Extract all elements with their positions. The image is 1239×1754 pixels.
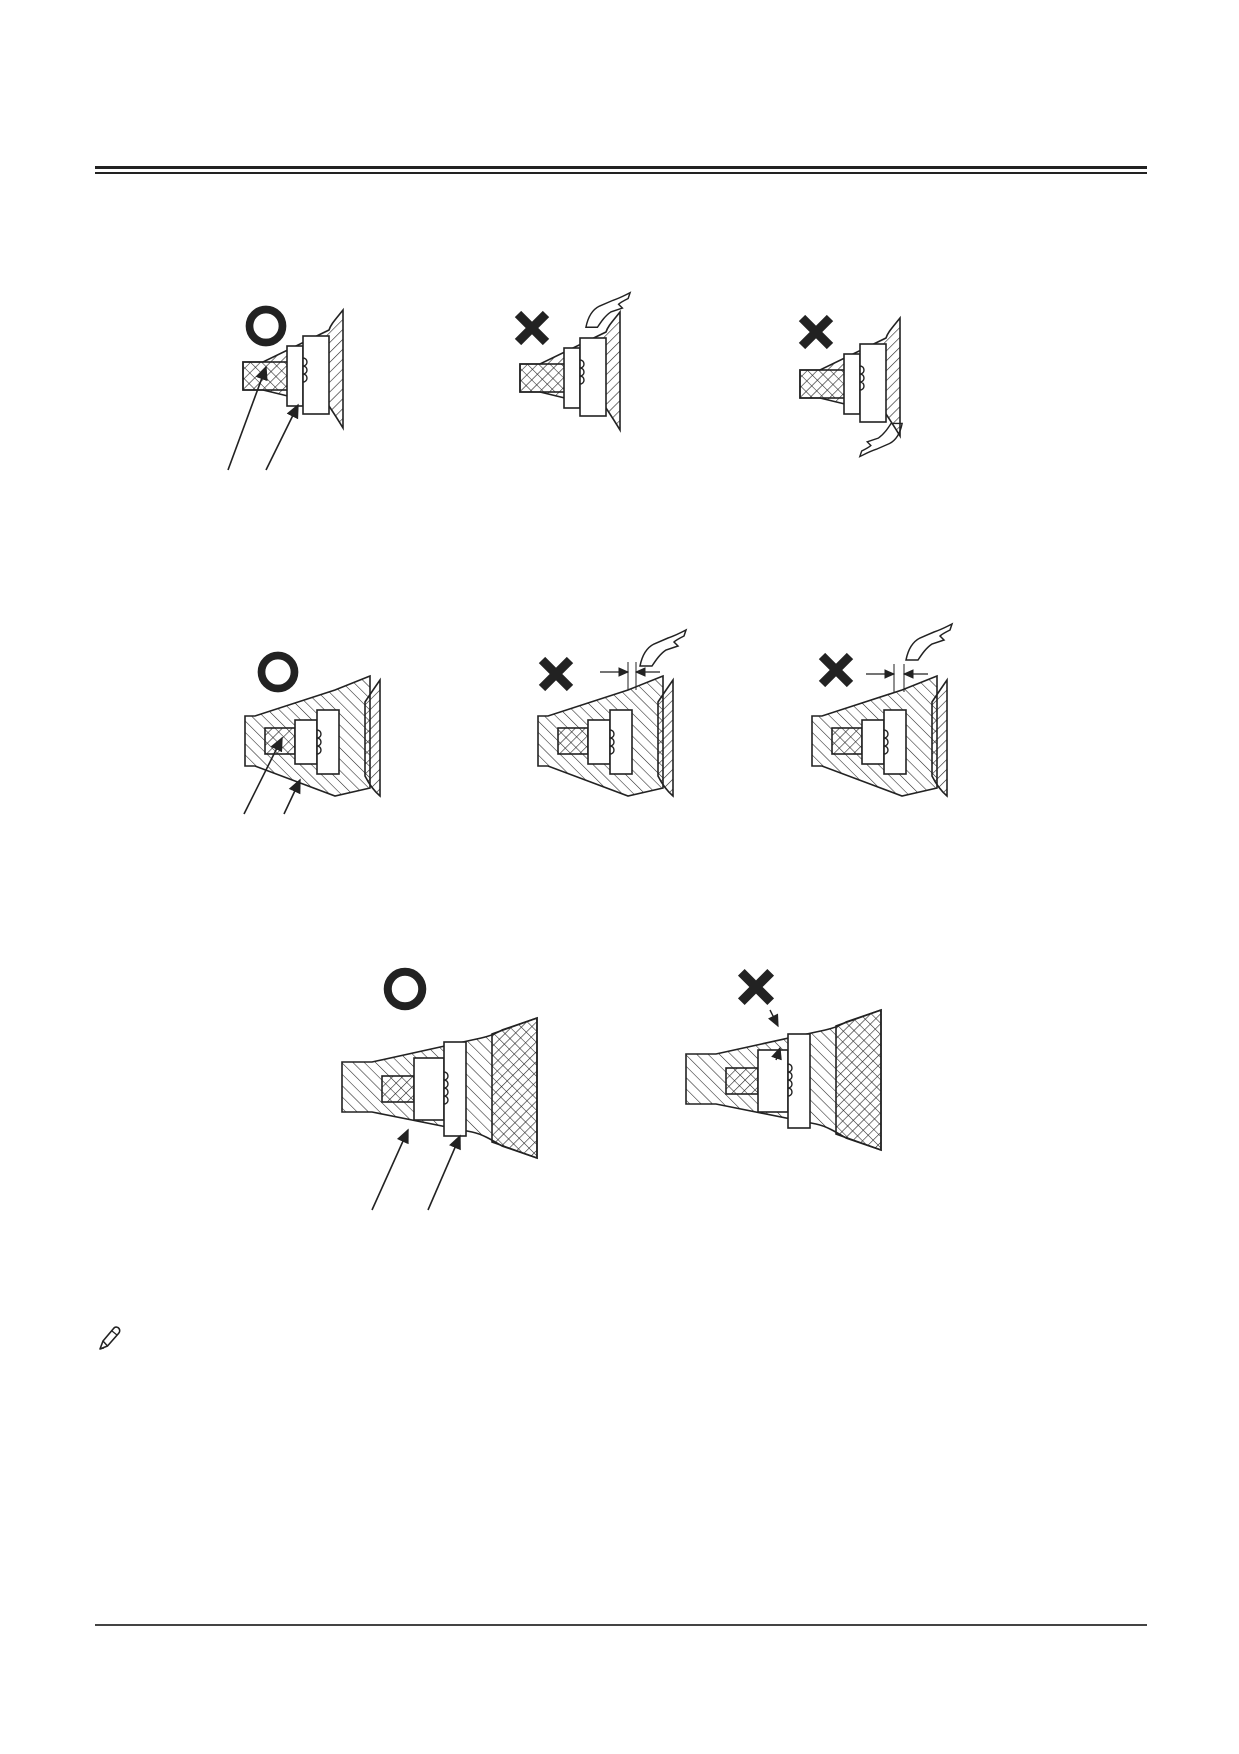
- cross-ng-icon: [802, 318, 830, 346]
- row2-figure-ok: [243, 656, 381, 815]
- header-rule-thick: [95, 166, 1147, 169]
- cross-ng-icon: [822, 656, 850, 684]
- row3-figure-ok: [341, 972, 538, 1211]
- row3-figure-ng: [685, 972, 882, 1151]
- callout-arrow: [265, 403, 299, 471]
- cross-ng-icon: [542, 660, 570, 688]
- cross-ng-icon: [741, 972, 770, 1001]
- circle-ok-icon: [250, 310, 283, 343]
- row2-figure-ng-b: [811, 623, 953, 797]
- footer-rule: [95, 1624, 1147, 1626]
- pencil-note-icon: [99, 1326, 121, 1350]
- row1-figure-ng-a: [518, 291, 631, 431]
- gap-indicator: [767, 1009, 779, 1028]
- header-rule-thin: [95, 172, 1147, 174]
- hand-pointer-icon: [639, 629, 687, 667]
- cross-ng-icon: [518, 314, 546, 342]
- callout-arrow: [427, 1134, 461, 1211]
- circle-ok-icon: [262, 656, 295, 689]
- hand-pointer-icon: [585, 291, 631, 329]
- row1-figure-ok: [227, 310, 344, 471]
- gap-indicator: [771, 1046, 782, 1061]
- callout-arrow: [371, 1128, 409, 1211]
- row1-figure-ng-b: [800, 318, 903, 458]
- hand-pointer-icon: [905, 623, 953, 661]
- row2-figure-ng-a: [537, 629, 687, 797]
- callout-arrow: [283, 778, 301, 815]
- callout-arrow: [243, 736, 283, 815]
- callout-arrow: [227, 365, 268, 471]
- circle-ok-icon: [388, 972, 423, 1007]
